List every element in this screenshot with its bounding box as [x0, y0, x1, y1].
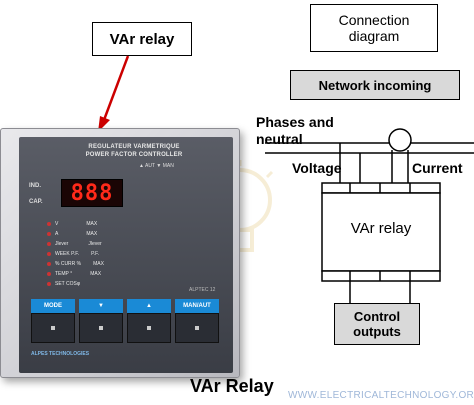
param-row: TEMP °MAX	[47, 271, 101, 277]
param-row: % CURR %MAX	[47, 261, 104, 267]
var-relay-callout: VAr relay	[92, 22, 192, 56]
param-row: SET COSφ	[47, 281, 80, 287]
mode-button[interactable]: MODE	[31, 299, 75, 313]
caption: VAr Relay	[190, 376, 274, 396]
network-incoming-box: Network incoming	[290, 70, 460, 100]
down-button[interactable]: ▼	[79, 299, 123, 313]
button-pad[interactable]	[79, 313, 123, 343]
panel-title: REGULATEUR VARMETRIQUE POWER FACTOR CONT…	[85, 144, 183, 158]
auto-manual-indicator: ▲ AUT ▼ MAN	[139, 163, 174, 169]
cap-label: CAP.	[29, 199, 43, 205]
relay-box-label: VAr relay	[350, 220, 412, 237]
man-aut-button[interactable]: MAN/AUT	[175, 299, 219, 313]
button-pad[interactable]	[127, 313, 171, 343]
brand-logo: ALPES TECHNOLOGIES	[31, 351, 90, 357]
device-front-panel: REGULATEUR VARMETRIQUE POWER FACTOR CONT…	[19, 137, 233, 373]
model-label: ALPTEC 12	[189, 287, 216, 293]
seven-segment-display: 888	[61, 179, 123, 207]
button-pad[interactable]	[175, 313, 219, 343]
website-watermark: WWW.ELECTRICALTECHNOLOGY.ORG	[288, 390, 474, 401]
param-row: WEEK P.F.P.F.	[47, 251, 99, 257]
connection-diagram-title: Connection diagram	[310, 4, 438, 52]
current-label: Current	[412, 160, 463, 176]
control-outputs-box: Control outputs	[334, 303, 420, 345]
up-button[interactable]: ▲	[127, 299, 171, 313]
voltage-label: Voltage	[292, 160, 342, 176]
ind-label: IND.	[29, 183, 41, 189]
button-pad[interactable]	[31, 313, 75, 343]
var-relay-device: REGULATEUR VARMETRIQUE POWER FACTOR CONT…	[0, 128, 240, 378]
